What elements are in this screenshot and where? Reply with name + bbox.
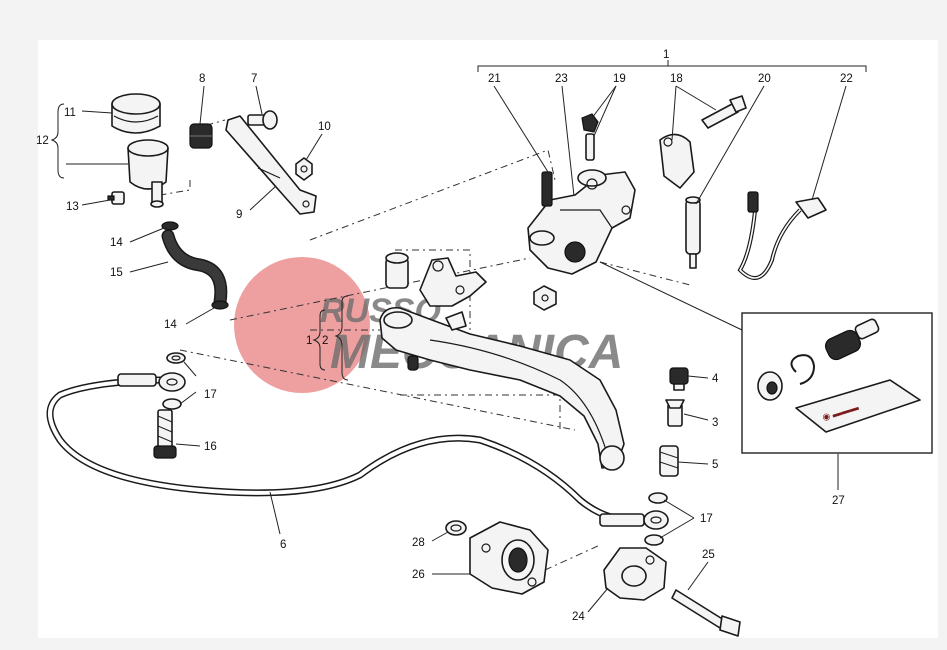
leader-lines xyxy=(66,85,847,613)
fitting-bolt xyxy=(665,399,685,427)
part-number-26: 26 xyxy=(412,569,425,581)
copper-washer-right-top xyxy=(648,492,668,504)
slave-cylinder-body xyxy=(603,547,667,601)
slave-cylinder-seal xyxy=(445,520,467,536)
reservoir-cap xyxy=(111,93,161,134)
watermark-circle xyxy=(234,257,370,393)
part-number-6: 6 xyxy=(280,539,286,551)
slave-cylinder-bolt xyxy=(671,589,741,637)
banjo-fitting-right xyxy=(599,510,669,530)
part-number-28: 28 xyxy=(412,537,425,549)
part-number-17b: 17 xyxy=(700,513,713,525)
part-number-17a: 17 xyxy=(204,389,217,401)
part-numbers: 1 21 23 19 18 20 22 8 7 10 11 12 13 9 14… xyxy=(36,49,853,623)
part-number-24: 24 xyxy=(572,611,585,623)
lever-nut xyxy=(533,285,557,311)
part-number-11: 11 xyxy=(64,107,76,119)
part-number-3: 3 xyxy=(712,417,718,429)
bracket-nut xyxy=(295,157,313,181)
grommet xyxy=(189,123,213,149)
clutch-switch xyxy=(737,191,827,280)
clamp-bolt xyxy=(701,95,747,129)
part-number-16: 16 xyxy=(204,441,217,453)
part-number-12: 12 xyxy=(36,135,49,147)
reservoir-bracket xyxy=(225,115,317,215)
u-bolt-clamp xyxy=(659,133,695,189)
part-number-8: 8 xyxy=(199,73,205,85)
reservoir-screw xyxy=(107,191,125,205)
copper-washer-right-bottom xyxy=(644,534,664,546)
master-cylinder-body xyxy=(527,169,636,275)
push-rod xyxy=(685,196,701,269)
part-number-1b: 1 xyxy=(306,335,312,347)
part-number-1: 1 xyxy=(663,49,669,61)
bracket-screw xyxy=(247,110,278,130)
lever-pivot-bracket xyxy=(419,257,487,307)
banjo-fitting-left xyxy=(117,372,186,392)
part-number-15: 15 xyxy=(110,267,123,279)
repair-kit-inset: ◉ ▬▬▬ xyxy=(599,261,933,454)
part-number-13: 13 xyxy=(66,201,79,213)
part-number-14a: 14 xyxy=(110,237,123,249)
part-number-19: 19 xyxy=(613,73,626,85)
plug-screws xyxy=(581,113,599,161)
lever-adjuster-knob xyxy=(385,252,409,289)
part-number-14b: 14 xyxy=(164,319,177,331)
slave-cylinder-cover xyxy=(469,521,549,595)
copper-washer-left-top xyxy=(166,352,186,364)
part-number-22: 22 xyxy=(840,73,853,85)
part-number-9: 9 xyxy=(236,209,242,221)
part-number-5: 5 xyxy=(712,459,718,471)
part-number-20: 20 xyxy=(758,73,771,85)
hose-clamp-lower xyxy=(211,300,229,310)
copper-washer-left-bottom xyxy=(162,398,182,410)
bleeder-cap xyxy=(541,171,553,207)
fitting-adapter xyxy=(659,445,679,477)
part-number-7: 7 xyxy=(251,73,257,85)
part-number-4: 4 xyxy=(712,373,719,385)
clutch-lever xyxy=(379,306,625,471)
part-number-18: 18 xyxy=(670,73,683,85)
reservoir-body xyxy=(127,139,169,208)
hose-clamp-upper xyxy=(161,221,179,231)
part-number-27: 27 xyxy=(832,495,845,507)
part-number-2: 2 xyxy=(322,335,328,347)
part-number-10: 10 xyxy=(318,121,331,133)
part-number-21: 21 xyxy=(488,73,501,85)
part-number-25: 25 xyxy=(702,549,715,561)
part-number-23: 23 xyxy=(555,73,568,85)
watermark-logo: RUSSO MECCANICA xyxy=(234,257,623,393)
banjo-bolt-left xyxy=(153,409,177,459)
